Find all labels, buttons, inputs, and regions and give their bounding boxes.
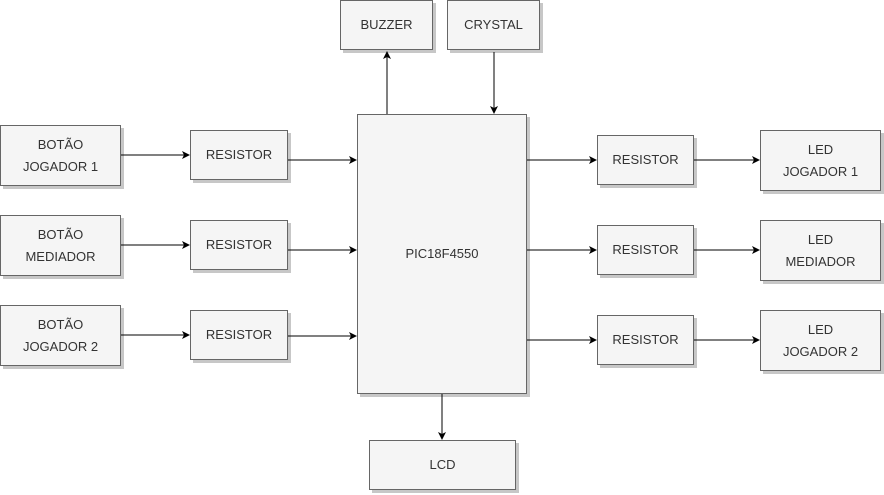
pic-microcontroller-label: PIC18F4550 xyxy=(405,246,479,261)
lcd-label: LCD xyxy=(429,457,456,472)
led-jogador-2-label: LED JOGADOR 2 xyxy=(782,321,859,359)
resistor-input-1-label: RESISTOR xyxy=(205,147,273,162)
resistor-input-1-block: RESISTOR xyxy=(190,130,288,180)
resistor-output-3-block: RESISTOR xyxy=(597,315,694,365)
resistor-input-3-block: RESISTOR xyxy=(190,310,288,360)
crystal-block: CRYSTAL xyxy=(447,0,540,50)
pic-microcontroller-block: PIC18F4550 xyxy=(357,114,527,394)
crystal-label: CRYSTAL xyxy=(464,17,523,32)
botao-jogador-2-label: BOTÃO JOGADOR 2 xyxy=(22,316,99,354)
buzzer-block: BUZZER xyxy=(340,0,433,50)
lcd-block: LCD xyxy=(369,440,516,490)
botao-jogador-1-label: BOTÃO JOGADOR 1 xyxy=(22,136,99,174)
resistor-input-3-label: RESISTOR xyxy=(205,327,273,342)
botao-jogador-1-block: BOTÃO JOGADOR 1 xyxy=(0,125,121,186)
buzzer-label: BUZZER xyxy=(360,17,413,32)
led-jogador-2-block: LED JOGADOR 2 xyxy=(760,310,881,371)
led-jogador-1-block: LED JOGADOR 1 xyxy=(760,130,881,191)
resistor-output-2-label: RESISTOR xyxy=(612,242,679,257)
botao-mediador-block: BOTÃO MEDIADOR xyxy=(0,215,121,276)
resistor-output-3-label: RESISTOR xyxy=(612,332,679,347)
led-mediador-label: LED MEDIADOR xyxy=(785,231,856,269)
resistor-input-2-label: RESISTOR xyxy=(205,237,273,252)
resistor-output-1-label: RESISTOR xyxy=(612,152,679,167)
resistor-output-1-block: RESISTOR xyxy=(597,135,694,185)
led-jogador-1-label: LED JOGADOR 1 xyxy=(782,141,859,179)
botao-mediador-label: BOTÃO MEDIADOR xyxy=(25,226,96,264)
resistor-input-2-block: RESISTOR xyxy=(190,220,288,270)
led-mediador-block: LED MEDIADOR xyxy=(760,220,881,281)
resistor-output-2-block: RESISTOR xyxy=(597,225,694,275)
botao-jogador-2-block: BOTÃO JOGADOR 2 xyxy=(0,305,121,366)
